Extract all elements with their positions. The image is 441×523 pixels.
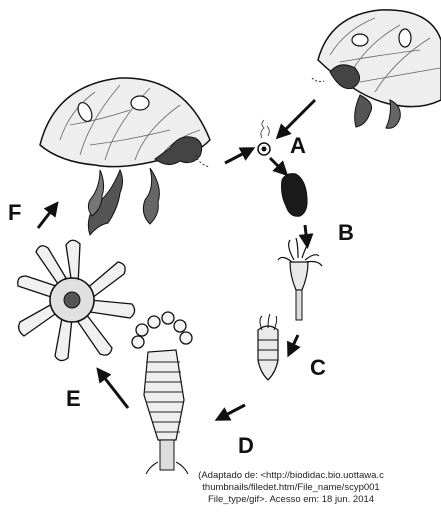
arrow-female-to-zygote [280,100,315,135]
stage-b-planula [282,174,308,217]
arrow-polyp-to-early-strobila [290,335,298,352]
medusa-right [312,10,441,128]
arrow-strobila-to-ephyra [100,372,128,408]
stage-c-polyp [278,238,322,320]
stage-label-a: A [290,133,306,158]
arrow-planula-to-polyp [305,225,307,243]
stage-c-early-strobila [258,314,278,380]
stage-label-d: D [238,433,254,458]
stage-label-f: F [8,200,21,225]
medusa-left [40,78,210,235]
arrow-early-strobila-to-strobila [220,405,245,418]
source-credit: (Adaptado de: <http://biodidac.bio.uotta… [141,470,441,506]
stage-d-strobila [132,312,192,474]
stage-e-ephyra [18,240,135,360]
arrow-zygote-to-planula [270,158,284,172]
stage-label-c: C [310,355,326,380]
stage-label-e: E [66,386,81,411]
arrow-ephyra-to-medusa [38,206,55,228]
credit-line-2: thumbnails/filedet.htm/File_name/scyp001 [141,482,441,494]
stage-label-b: B [338,220,354,245]
credit-line-3: File_type/gif>. Acesso em: 18 jun. 2014 [141,494,441,506]
stage-a-zygote [258,120,270,155]
arrow-male-to-zygote [225,150,250,163]
credit-line-1: (Adaptado de: <http://biodidac.bio.uotta… [141,470,441,482]
